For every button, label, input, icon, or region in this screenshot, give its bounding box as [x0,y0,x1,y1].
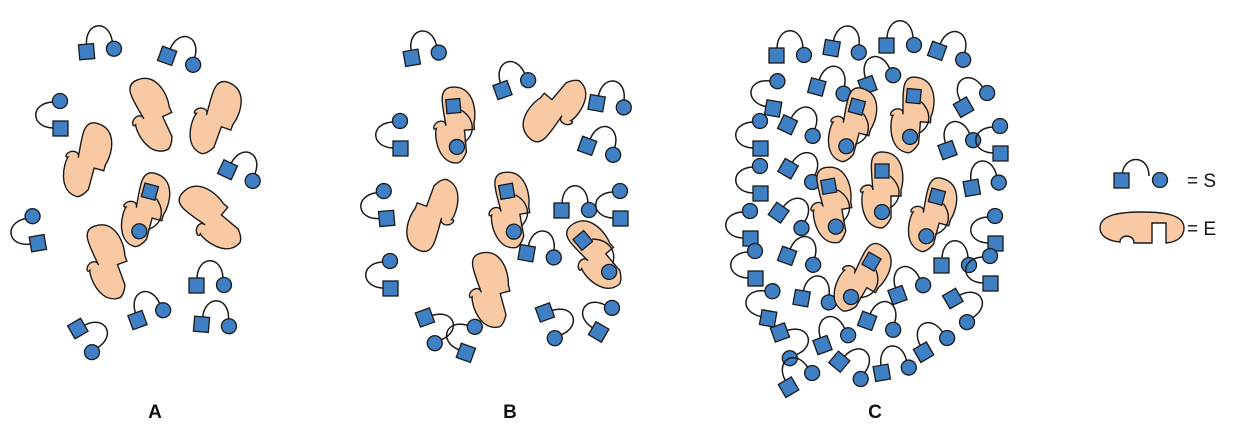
substrate [517,226,567,268]
enzyme-substrate-complex [482,169,537,251]
substrate [375,112,409,157]
legend: = S = E [1099,158,1216,244]
enzyme-substrate-complex [430,85,479,164]
panel-label-c: C [868,402,882,423]
substrate [828,337,883,391]
substrate [121,284,174,331]
substrate [156,29,210,76]
enzyme-substrate-complex [114,168,175,252]
enzyme-substrate-complex [821,83,882,167]
substrate [768,30,813,64]
substrate [926,24,980,71]
substrate [822,21,872,63]
substrate [216,143,271,193]
substrate [746,68,788,118]
substrate [903,312,959,364]
substrate [587,76,637,118]
substrate [931,114,984,161]
enzyme-substrate-complex [824,234,899,321]
substrate [595,182,629,227]
substrate [192,298,240,336]
substrate [769,316,816,369]
substrate [358,182,396,229]
substrate [735,157,769,202]
enzyme [458,247,521,333]
substrate [959,156,1009,198]
enzyme-substrate-complex [887,75,936,154]
enzyme-substrate-complex [861,152,903,228]
substrate [66,308,118,364]
enzyme [399,171,467,259]
panel-c [725,20,1009,399]
substrate [365,252,399,297]
panel-b [358,26,637,364]
substrate [6,206,48,256]
substrate [576,119,630,166]
substrate [741,278,783,328]
panel-label-a: A [148,402,162,423]
panel-a [6,23,271,364]
substrate [943,67,999,119]
substrate [553,185,598,219]
substrate [730,242,764,287]
substrate [933,240,978,274]
substrate [399,26,449,68]
enzyme-substrate-complex [901,173,962,257]
substrate [486,54,539,101]
substrate [414,301,461,354]
panel-label-b: B [503,402,517,423]
legend-enzyme-label: = E [1187,219,1216,240]
substrate [806,309,859,356]
substrate [572,288,624,343]
substrate [776,98,831,148]
substrate [792,271,842,313]
substrate [188,260,233,294]
enzyme [115,71,188,160]
legend-substrate-label: = S [1187,171,1216,192]
substrate [869,341,919,383]
legend-substrate-symbol [1113,158,1169,189]
substrate [76,23,123,61]
substrate [439,310,486,364]
substrate [735,112,769,157]
substrate [725,202,759,247]
legend-enzyme-symbol [1099,211,1185,244]
enzyme [167,176,255,260]
substrate [970,207,1004,252]
substrate [776,229,830,276]
enzyme [181,74,249,162]
substrate [534,296,581,349]
substrate [35,92,69,137]
substrate [878,20,923,54]
